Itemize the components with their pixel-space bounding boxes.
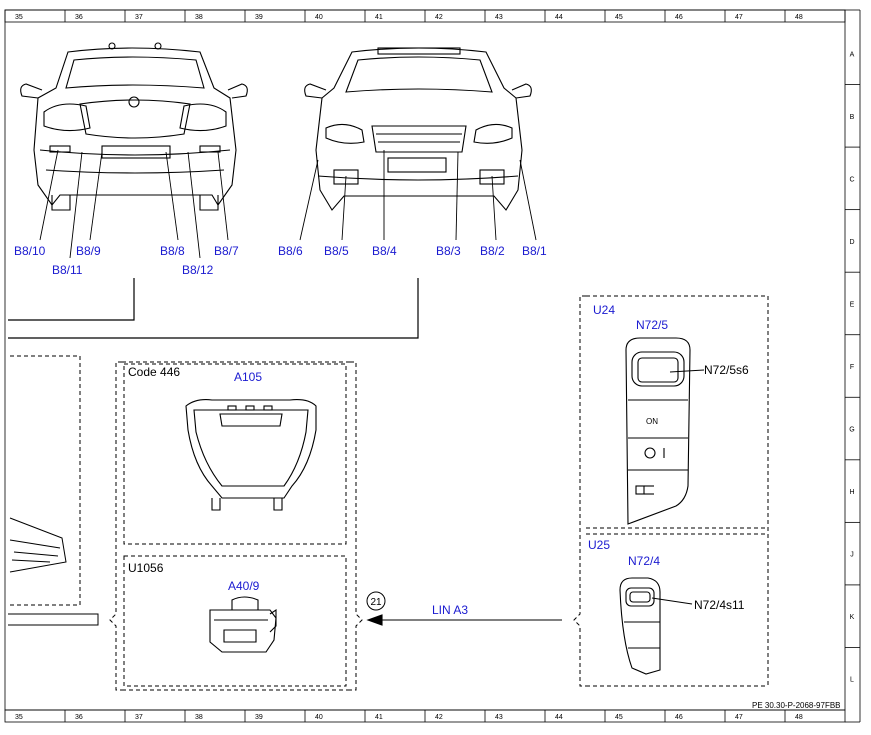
n72-5-switch-panel	[625, 337, 705, 525]
grid-column-label: 35	[15, 14, 23, 21]
grid-column-label: 37	[135, 14, 143, 21]
u24-label: U24	[593, 303, 615, 317]
grid-row-label: J	[850, 552, 854, 559]
grid-row-label: E	[850, 301, 855, 308]
a40-9-camera-unit	[209, 596, 277, 653]
grid-column-label: 47	[735, 14, 743, 21]
grid-column-label: 45	[615, 714, 623, 721]
label-b8-9: B8/9	[76, 244, 101, 258]
lin-a3-line	[366, 614, 562, 626]
grid-column-label: 44	[555, 714, 563, 721]
grid-column-label: 40	[315, 714, 323, 721]
grid-column-label: 40	[315, 14, 323, 21]
grid-row-label: L	[850, 677, 854, 684]
sensor-leader-lines	[39, 149, 537, 259]
grid-column-label: 36	[75, 14, 83, 21]
vehicle-connection-lines	[8, 278, 419, 339]
grid-row-label: A	[850, 51, 855, 58]
connector-number: 21	[370, 597, 382, 608]
grid-column-label: 41	[375, 14, 383, 21]
grid-column-label: 41	[375, 714, 383, 721]
left-partial-module	[8, 355, 99, 626]
vehicle-front-view	[304, 47, 532, 211]
grid-column-label: 37	[135, 714, 143, 721]
label-b8-2: B8/2	[480, 244, 505, 258]
u1056-label: U1056	[128, 561, 164, 575]
grid-column-label: 48	[795, 714, 803, 721]
grid-column-label: 38	[195, 714, 203, 721]
label-b8-10: B8/10	[14, 244, 46, 258]
grid-row-label: K	[850, 614, 855, 621]
grid-column-label: 43	[495, 14, 503, 21]
grid-column-label: 38	[195, 14, 203, 21]
grid-row-label: C	[849, 176, 854, 183]
grid-column-label: 44	[555, 14, 563, 21]
grid-column-label: 36	[75, 714, 83, 721]
a105-label: A105	[234, 370, 262, 384]
lin-a3-label: LIN A3	[432, 603, 468, 617]
grid-column-dividers	[64, 10, 786, 722]
grid-column-labels-bottom: 35 36 37 38 39 40 41 42 43 44 45 46 47 48	[15, 714, 803, 721]
n72-4s11-label: N72/4s11	[694, 598, 745, 612]
grid-column-label: 47	[735, 714, 743, 721]
n72-4-switch-panel	[619, 577, 693, 675]
grid-column-labels-top: 35 36 37 38 39 40 41 42 43 44 45 46 47 48	[15, 14, 803, 21]
vehicle-rear-view	[20, 42, 248, 211]
grid-column-label: 46	[675, 714, 683, 721]
label-b8-11: B8/11	[52, 263, 83, 277]
label-b8-8: B8/8	[160, 244, 185, 258]
connector-circle	[366, 591, 386, 611]
label-b8-7: B8/7	[214, 244, 239, 258]
grid-row-labels: A B C D E F G H J K L	[849, 51, 854, 683]
label-b8-12: B8/12	[182, 263, 214, 277]
grid-row-label: H	[849, 489, 854, 496]
a40-9-label: A40/9	[228, 579, 260, 593]
reference-number: PE 30.30-P-2068-97FBB	[752, 701, 841, 710]
label-b8-1: B8/1	[522, 244, 547, 258]
grid-column-label: 46	[675, 14, 683, 21]
a105-overhead-unit	[185, 399, 317, 511]
grid-column-label: 39	[255, 714, 263, 721]
n72-5-label: N72/5	[636, 318, 668, 332]
n72-5s6-label: N72/5s6	[704, 363, 749, 377]
on-button-text: ON	[646, 417, 658, 426]
grid-column-label: 45	[615, 14, 623, 21]
grid-column-label: 39	[255, 14, 263, 21]
grid-column-label: 42	[435, 714, 443, 721]
grid-row-label: B	[850, 114, 855, 121]
grid-row-label: F	[850, 364, 854, 371]
u25-label: U25	[588, 538, 610, 552]
grid-column-label: 35	[15, 714, 23, 721]
code-446-label: Code 446	[128, 365, 180, 379]
label-b8-4: B8/4	[372, 244, 397, 258]
n72-4-label: N72/4	[628, 554, 660, 568]
label-b8-6: B8/6	[278, 244, 303, 258]
label-b8-5: B8/5	[324, 244, 349, 258]
grid-column-label: 42	[435, 14, 443, 21]
grid-row-dividers	[845, 84, 860, 648]
grid-row-label: G	[849, 427, 854, 434]
label-b8-3: B8/3	[436, 244, 461, 258]
grid-column-label: 48	[795, 14, 803, 21]
grid-column-label: 43	[495, 714, 503, 721]
right-module-group	[573, 295, 769, 687]
center-module-group	[109, 361, 363, 691]
grid-row-label: D	[849, 239, 854, 246]
